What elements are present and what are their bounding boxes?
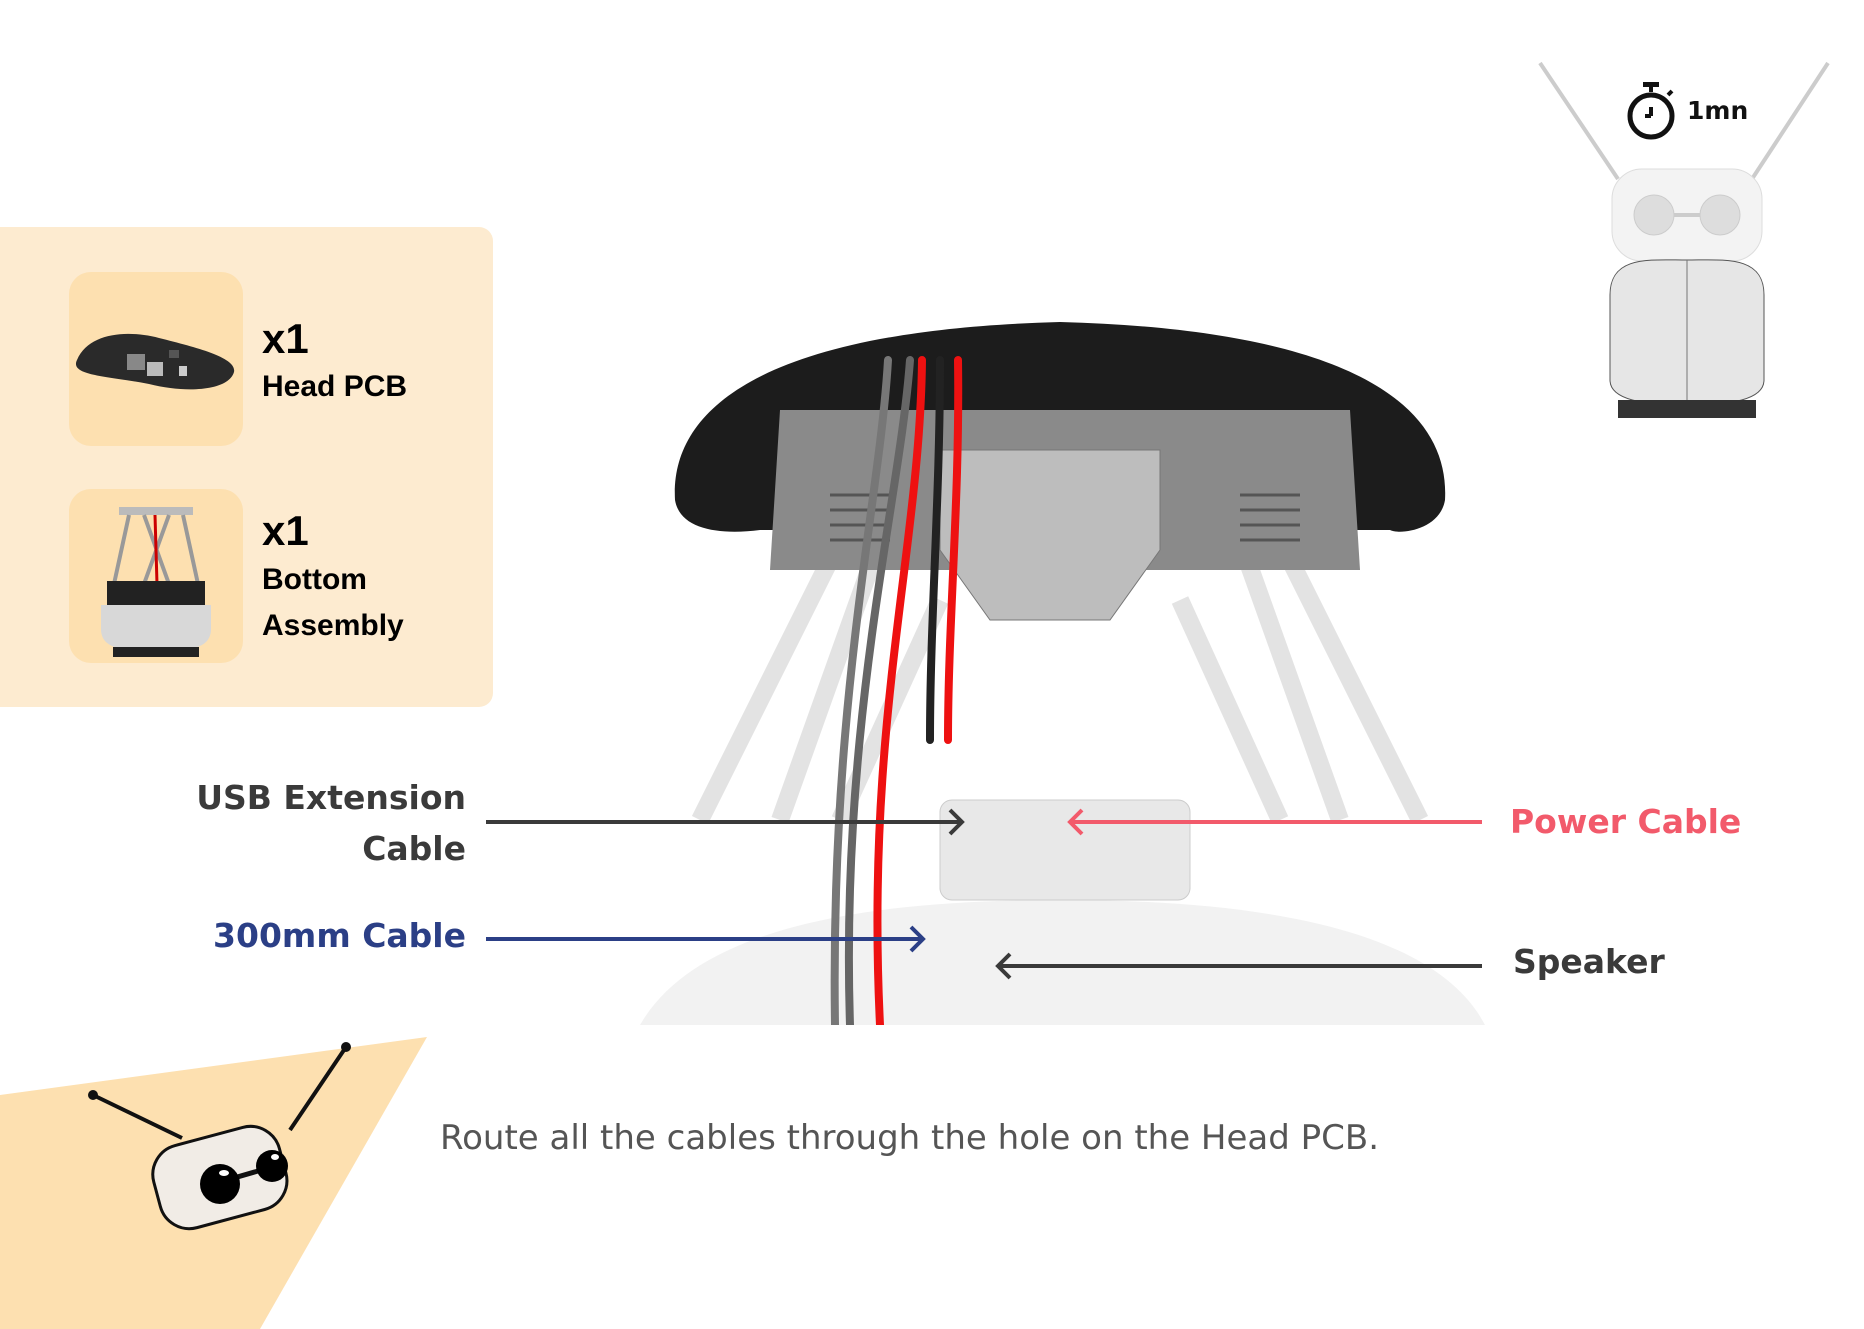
bottom-assembly-quantity: x1 bbox=[262, 507, 309, 554]
usb-extension-cable-label-line1: USB Extension bbox=[196, 778, 466, 817]
speaker-label: Speaker bbox=[1513, 942, 1665, 981]
head-pcb-quantity: x1 bbox=[262, 315, 309, 362]
stopwatch-icon bbox=[1627, 82, 1675, 140]
head-pcb-name: Head PCB bbox=[262, 370, 408, 403]
assembly-illustration bbox=[640, 322, 1485, 1025]
power-cable-label: Power Cable bbox=[1510, 802, 1742, 841]
mascot-banner bbox=[0, 1037, 427, 1329]
parts-panel: x1 Head PCB x1 Bottom Assembly bbox=[0, 227, 493, 707]
duration-label: 1mn bbox=[1687, 96, 1749, 125]
robot-head-icon bbox=[88, 1042, 351, 1231]
head-pcb-thumbnail bbox=[69, 272, 243, 446]
robot-preview-image bbox=[1538, 61, 1830, 418]
instruction-text: Route all the cables through the hole on… bbox=[440, 1118, 1380, 1158]
usb-extension-cable-label-line2: Cable bbox=[362, 829, 466, 868]
bottom-assembly-name-line1: Bottom bbox=[262, 563, 367, 596]
300mm-cable-label: 300mm Cable bbox=[213, 916, 466, 955]
bottom-assembly-image bbox=[101, 507, 211, 657]
bottom-assembly-thumbnail bbox=[69, 489, 243, 663]
bottom-assembly-name-line2: Assembly bbox=[262, 609, 404, 642]
head-pcb-image bbox=[75, 333, 235, 390]
